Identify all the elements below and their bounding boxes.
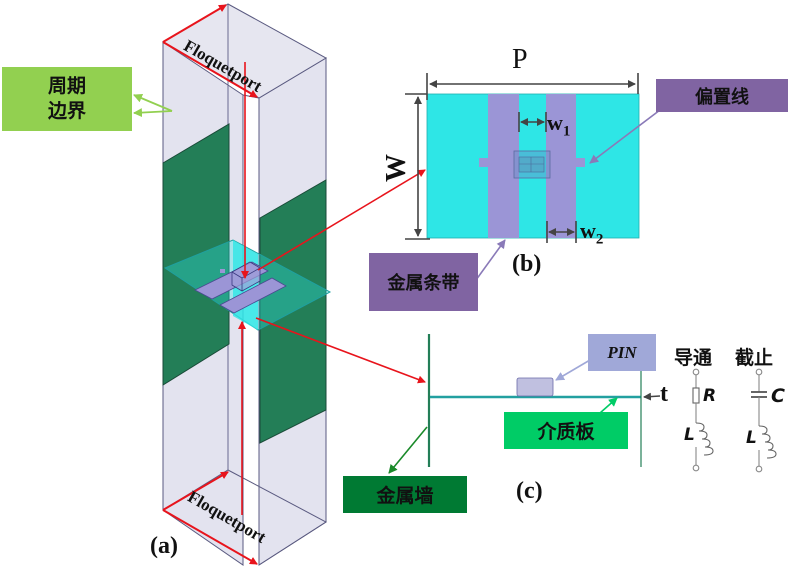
periodic-boundary-line2: 边界 [47, 100, 86, 122]
pin-diode-label: PIN [588, 334, 656, 371]
bias-line-label: 偏置线 [656, 79, 788, 112]
metal-wall-label: 金属墙 [343, 476, 467, 513]
off-state-circuit [751, 368, 777, 473]
thickness-label: t [660, 381, 668, 407]
panel-b-label: (b) [512, 251, 542, 277]
port-bottom-arrow-1 [162, 471, 229, 511]
pointer-to-panel-b [257, 169, 426, 271]
on-R-label: R [703, 386, 717, 406]
substrate-label: 介质板 [504, 412, 628, 449]
dim-w2-label: w2 [580, 218, 603, 248]
dim-P-label: P [512, 44, 528, 75]
panel-c-label: (c) [516, 478, 543, 504]
on-state-circuit [692, 368, 714, 472]
bias-stub-left [479, 158, 488, 167]
metal-strip-label: 金属条带 [369, 253, 478, 311]
metal-strip-right [546, 94, 576, 238]
pin-diode-side [516, 377, 554, 397]
on-L-label: L [684, 425, 695, 445]
periodic-boundary-label: 周期 边界 [2, 67, 132, 131]
metal-wall-left [162, 123, 230, 386]
bias-stub-right [576, 158, 585, 167]
pointer-to-panel-c [255, 317, 426, 384]
dim-w1-label: w1 [547, 110, 570, 140]
side-view [388, 334, 777, 474]
metal-strip-3d-2 [219, 277, 287, 314]
port-top-arrow-1 [162, 4, 227, 43]
dim-W-label: W [381, 154, 412, 182]
dim-w1-text: w [547, 110, 563, 135]
off-state-label: 截止 [735, 346, 774, 369]
on-state-label: 导通 [674, 346, 713, 369]
panel-a-label: (a) [150, 533, 178, 559]
off-L-label: L [746, 428, 757, 448]
dim-w2-sub: 2 [595, 231, 604, 248]
port-bottom-arrow-2 [162, 509, 258, 565]
dim-w2-text: w [580, 218, 596, 243]
top-view [405, 73, 661, 281]
port-top-arrow-2 [162, 41, 258, 98]
dim-w1-sub: 1 [562, 123, 571, 140]
periodic-boundary-line1: 周期 [47, 75, 86, 97]
off-C-label: C [771, 385, 785, 407]
unit-cell-3d-box [133, 3, 332, 566]
